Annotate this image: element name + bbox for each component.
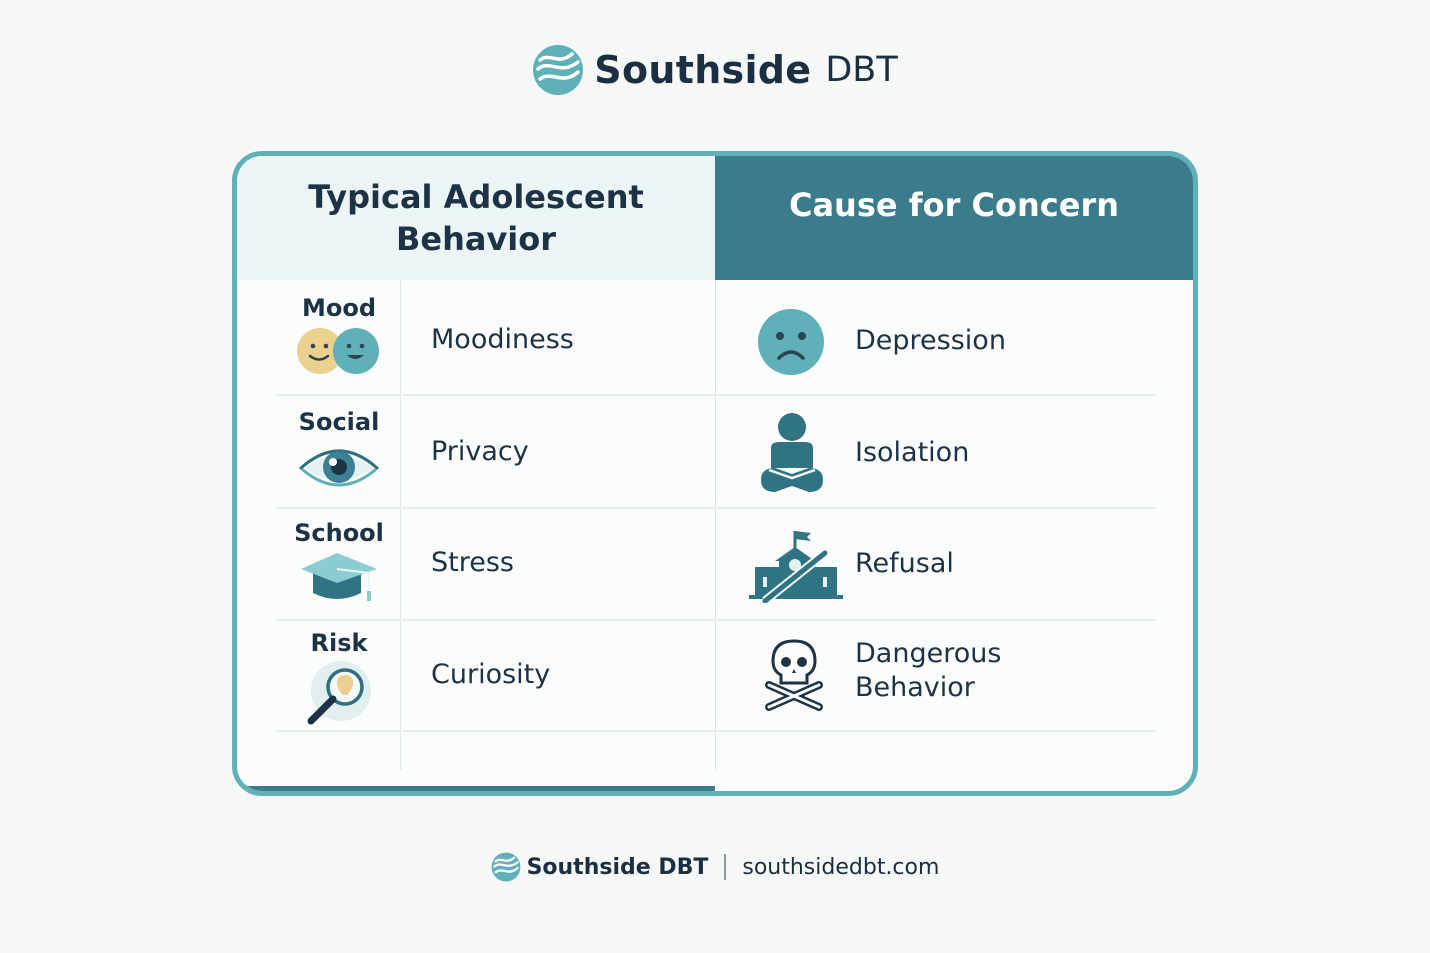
typical-behavior: Privacy [431, 436, 529, 467]
category-label: Social [298, 408, 380, 436]
magnifying-glass-lightbulb-icon [307, 661, 371, 725]
concern-behavior: Isolation [855, 437, 970, 468]
skull-crossbones-icon [765, 639, 823, 711]
row-divider [277, 730, 1155, 732]
concern-behavior: Refusal [855, 548, 954, 579]
footer-brand-name: Southside DBT [526, 854, 709, 880]
header-typical-label: Typical Adolescent Behavior [308, 178, 644, 258]
typical-behavior: Curiosity [431, 659, 551, 690]
typical-behavior: Moodiness [431, 324, 574, 355]
row-divider [277, 619, 1155, 621]
table-row-social: Social Privacy Isolation [237, 394, 1193, 507]
footer: Southside DBT southsidedbt.com [0, 852, 1430, 882]
table-row-school: School Stress Refusal [237, 507, 1193, 619]
two-smiley-faces-icon [297, 328, 379, 374]
category-cell: Social [277, 408, 401, 488]
column-divider-center [715, 280, 716, 770]
brand-header: Southside DBT [0, 44, 1430, 96]
category-label: School [294, 519, 384, 547]
row-divider [277, 394, 1155, 396]
comparison-table: Typical Adolescent Behavior Cause for Co… [232, 151, 1198, 796]
row-divider [277, 507, 1155, 509]
footer-website-link[interactable]: southsidedbt.com [742, 854, 940, 880]
crossed-out-school-icon [749, 531, 843, 603]
graduation-cap-icon [301, 553, 377, 601]
typical-behavior: Stress [431, 547, 514, 578]
category-cell: School [277, 519, 401, 603]
concern-behavior-line2: Behavior [855, 672, 975, 703]
header-concern-label: Cause for Concern [788, 186, 1120, 224]
eye-icon [299, 449, 379, 487]
category-label: Mood [301, 294, 377, 322]
column-divider-category [400, 280, 401, 770]
table-row-mood: Mood Moodiness Depression [237, 280, 1193, 394]
header-typical: Typical Adolescent Behavior [237, 156, 715, 280]
category-label: Risk [310, 629, 368, 657]
brand-suffix: DBT [825, 50, 898, 90]
wave-circle-logo-icon [491, 852, 520, 882]
brand-name: Southside [594, 48, 812, 92]
sad-face-icon [758, 309, 824, 375]
category-cell: Risk [277, 629, 401, 725]
footer-separator [724, 854, 727, 880]
sitting-person-icon [761, 413, 823, 492]
concern-behavior: Depression [855, 325, 1006, 356]
concern-behavior: Dangerous Behavior [855, 637, 1001, 705]
category-cell: Mood [277, 294, 401, 376]
concern-behavior-line1: Dangerous [855, 638, 1002, 669]
header-concern: Cause for Concern [715, 156, 1193, 280]
table-row-risk: Risk Curiosity Dangerous Behavior [237, 619, 1193, 730]
bottom-accent-bar [237, 786, 715, 791]
wave-circle-logo-icon [533, 45, 584, 95]
